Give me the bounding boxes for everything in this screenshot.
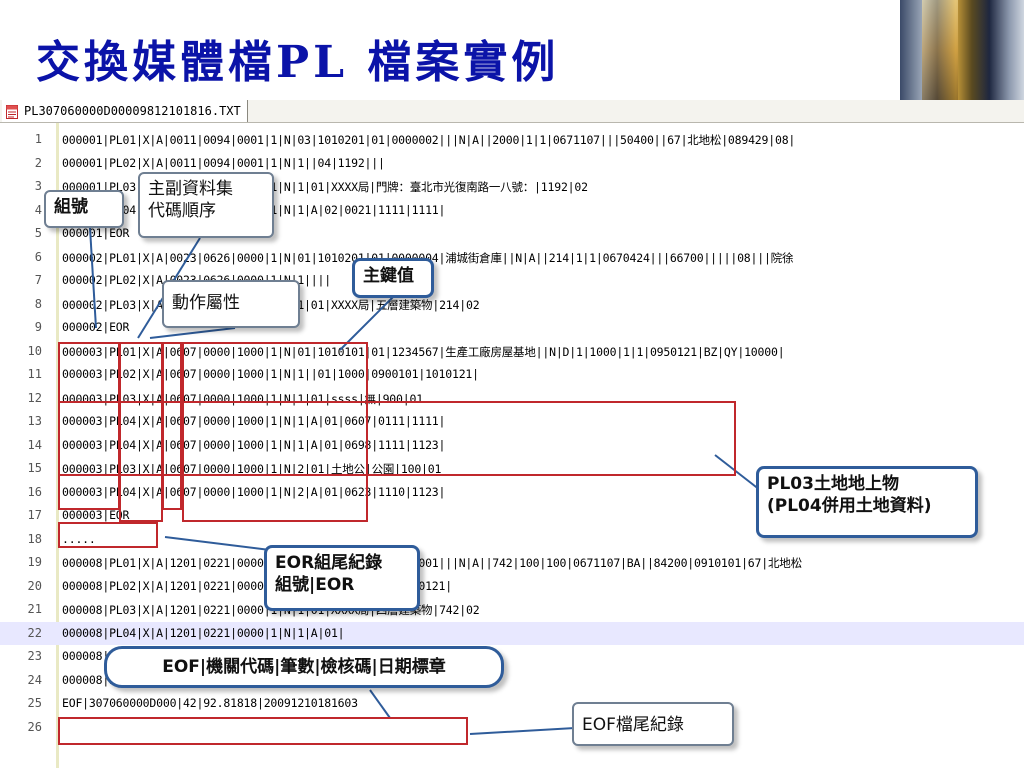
- line-number: 13: [27, 414, 42, 428]
- line-number: 15: [27, 461, 42, 475]
- line-text: .....: [62, 531, 96, 546]
- line-number: 3: [34, 179, 42, 193]
- box-primary-key: [182, 342, 368, 522]
- line-number: 23: [27, 649, 42, 663]
- editor-line[interactable]: 8000002|PL03|X|A|0023|0626|0000|1|N|1|01…: [0, 293, 1024, 317]
- line-number: 9: [34, 320, 42, 334]
- callout-pl03-ground-structure: PL03土地地上物 (PL04併用土地資料): [756, 466, 978, 538]
- line-number: 16: [27, 484, 42, 499]
- editor-line[interactable]: 13 000003|PL04|X|A|0607|0000|1000|1|N|1|A…: [0, 410, 1024, 434]
- editor-line[interactable]: 21000008|PL03|X|A|1201|0221|0000|1|N|1|0…: [0, 598, 1024, 622]
- callout-eor-record: EOR組尾紀錄 組號|EOR: [264, 545, 420, 611]
- line-number: 5: [34, 226, 42, 240]
- box-eof-row: [58, 717, 468, 745]
- line-number: 18: [27, 531, 42, 546]
- line-number: 6: [34, 249, 42, 264]
- editor-line[interactable]: 17 000003|EOR: [0, 504, 1024, 528]
- callout-eof-fields: EOF|機關代碼|筆數|檢核碼|日期標章: [104, 646, 504, 688]
- editor-line[interactable]: 14 000003|PL04|X|A|0607|0000|1000|1|N|1|A…: [0, 434, 1024, 458]
- callout-group-number: 組號: [44, 190, 124, 228]
- line-number: 24: [27, 672, 42, 687]
- line-number: 8: [34, 296, 42, 311]
- line-number: 19: [27, 555, 42, 569]
- line-text: 000003|PL04|X|A|0607|0000|1000|1|N|2|A|0…: [62, 484, 446, 499]
- line-number: 25: [27, 696, 42, 710]
- line-text: 000001|PL01|X|A|0011|0094|0001|1|N|03|10…: [62, 133, 796, 147]
- callout-dataset-order: 主副資料集 代碼順序: [138, 172, 274, 238]
- editor-tab-bar: PL307060000D00009812101816.TXT: [0, 100, 1024, 123]
- callout-primary-key: 主鍵值: [352, 258, 434, 298]
- text-file-icon: [6, 104, 18, 119]
- line-text: 000003|EOR: [62, 508, 130, 522]
- line-text: 000003|PL04|X|A|0607|0000|1000|1|N|1|A|0…: [62, 437, 446, 452]
- file-tab[interactable]: PL307060000D00009812101816.TXT: [2, 100, 248, 122]
- line-text: 000008|PL01|X|A|1201|0221|0000|1|N|01|10…: [62, 556, 802, 570]
- box-action-attr: [162, 342, 182, 510]
- editor-line[interactable]: 6 000002|PL01|X|A|0023|0626|0000|1|N|01|1…: [0, 246, 1024, 270]
- line-number: 11: [27, 367, 42, 381]
- line-number: 1: [34, 132, 42, 146]
- line-text: EOF|307060000D000|42|92.81818|2009121018…: [62, 696, 358, 710]
- line-text: 000003|PL01|X|A|0607|0000|1000|1|N|01|10…: [62, 344, 785, 359]
- editor-line[interactable]: 19 000008|PL01|X|A|1201|0221|0000|1|N|01|…: [0, 551, 1024, 575]
- editor-line[interactable]: 1 000001|PL01|X|A|0011|0094|0001|1|N|03|1…: [0, 128, 1024, 152]
- editor-line[interactable]: 25 EOF|307060000D000|42|92.81818|20091210…: [0, 692, 1024, 716]
- editor-line[interactable]: 2 000001|PL02|X|A|0011|0094|0001|1|N|1||0…: [0, 152, 1024, 176]
- line-number: 7: [34, 273, 42, 287]
- callout-eof-record: EOF檔尾紀錄: [572, 702, 734, 746]
- line-number: 17: [27, 508, 42, 522]
- editor-line[interactable]: 16 000003|PL04|X|A|0607|0000|1000|1|N|2|A…: [0, 481, 1024, 505]
- editor-line[interactable]: 11 000003|PL02|X|A|0607|0000|1000|1|N|1||…: [0, 363, 1024, 387]
- line-number: 2: [34, 155, 42, 170]
- corner-photo: [900, 0, 1024, 100]
- editor-line[interactable]: 22 000008|PL04|X|A|1201|0221|0000|1|N|1|A…: [0, 621, 1024, 645]
- editor-line[interactable]: 10 000003|PL01|X|A|0607|0000|1000|1|N|01|…: [0, 340, 1024, 364]
- line-number-gutter: [0, 123, 59, 768]
- slide-title: 交換媒體檔PL 檔案實例: [36, 37, 560, 88]
- line-text: 000003|PL02|X|A|0607|0000|1000|1|N|1||01…: [62, 367, 479, 381]
- line-text: 000002|PL01|X|A|0023|0626|0000|1|N|01|10…: [62, 250, 793, 266]
- editor-line[interactable]: 15 000003|PL03|X|A|0607|0000|1000|1|N|2|0…: [0, 457, 1024, 481]
- line-text: 000003|PL03|X|A|0607|0000|1000|1|N|2|01|…: [62, 462, 442, 476]
- editor-line[interactable]: 7000002|PL02|X|A|0023|0626|0000|1|N|1|||…: [0, 269, 1024, 293]
- line-number: 10: [27, 343, 42, 358]
- line-number: 20: [27, 578, 42, 593]
- box-pl03-rows: [58, 401, 736, 476]
- line-text: 000002|EOR: [62, 320, 130, 334]
- line-text: 000001|PL02|X|A|0011|0094|0001|1|N|1||04…: [62, 155, 385, 170]
- editor-line[interactable]: 9 000002|EOR: [0, 316, 1024, 340]
- callout-action-attr: 動作屬性: [162, 280, 300, 328]
- line-number: 14: [27, 437, 42, 452]
- editor-line[interactable]: 26: [0, 716, 1024, 740]
- line-text: 000008|PL04|X|A|1201|0221|0000|1|N|1|A|0…: [62, 625, 345, 640]
- line-number: 21: [27, 602, 42, 616]
- line-text: 000003|PL04|X|A|0607|0000|1000|1|N|1|A|0…: [62, 414, 446, 428]
- line-number: 4: [34, 202, 42, 217]
- line-text: 000001|EOR: [62, 226, 130, 240]
- file-tab-label: PL307060000D00009812101816.TXT: [24, 104, 241, 118]
- line-number: 22: [27, 625, 42, 640]
- box-eor-row: [58, 522, 158, 548]
- line-number: 12: [27, 390, 42, 405]
- editor-line[interactable]: 18.....: [0, 528, 1024, 552]
- line-number: 26: [27, 719, 42, 734]
